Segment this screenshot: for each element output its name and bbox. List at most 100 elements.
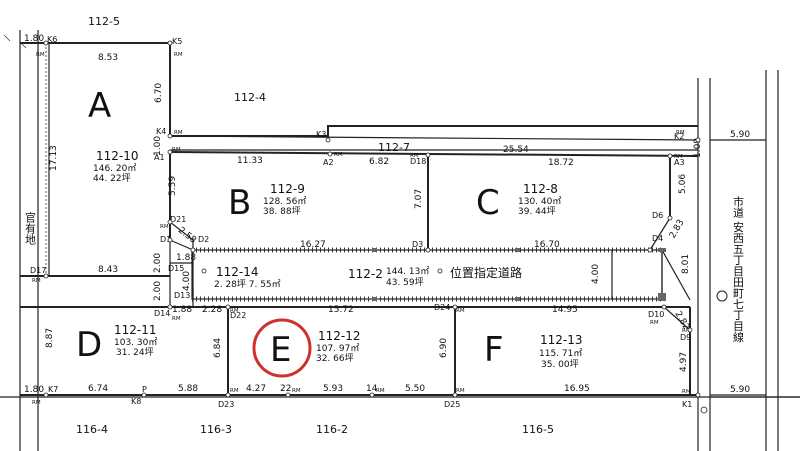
dim-22: 22 [280, 384, 291, 394]
rm-marker-22: RM [292, 388, 301, 394]
lot-c-number: 112-8 [523, 182, 558, 196]
rm-marker-k4: RM [174, 130, 183, 136]
lot-f-number: 112-13 [540, 333, 583, 347]
dim-4-27: 4.27 [246, 384, 266, 394]
point-k8: K8 [131, 397, 141, 406]
rm-marker-d25: RM [456, 388, 465, 394]
dim-1-80-bottom: 1.80 [24, 385, 44, 395]
lot-c-corner-cut [649, 217, 671, 251]
dim-1-88a: 1.88 [176, 253, 196, 263]
neighbor-city-road: 市道 安西五丁目田町七丁目線 [732, 195, 745, 343]
rm-marker-d14: RM [172, 316, 181, 322]
rm-marker-d23: RM [230, 388, 239, 394]
point-d17: D17 [30, 266, 46, 275]
lot-d-area-m2: 103. 30㎡ [114, 337, 157, 348]
rm-marker-k6: RM [36, 52, 45, 58]
lot-d-number: 112-11 [114, 323, 157, 337]
rm-marker-d24: RM [456, 308, 465, 314]
point-d1: D1 [160, 235, 171, 244]
lot-a-area-m2: 146. 20㎡ [93, 163, 136, 174]
neighbor-116-3: 116-3 [200, 423, 232, 436]
point-d22: D22 [230, 311, 246, 320]
point-d23: D23 [218, 400, 234, 409]
rm-marker-a3: RM [674, 154, 683, 160]
dim-2-00a: 2.00 [153, 253, 163, 273]
dim-8-87: 8.87 [45, 328, 55, 348]
point-d25: D25 [444, 400, 460, 409]
rm-marker-a1: RM [172, 147, 181, 153]
dim-5-88: 5.88 [178, 384, 198, 394]
dim-4-00b: 4.00 [591, 264, 601, 284]
point-d3: D3 [412, 240, 423, 249]
rm-marker-k7: RM [32, 400, 41, 406]
corner-tick-2 [3, 34, 11, 42]
road-label: 位置指定道路 [450, 265, 522, 280]
point-d6: D6 [652, 211, 663, 220]
neighbor-112-7: 112-7 [378, 141, 410, 154]
rm-marker-a2: RM [334, 152, 343, 158]
lot-b-corner-cut [169, 221, 194, 241]
highlight-circle-e [252, 318, 312, 378]
lot-e-number: 112-12 [318, 329, 361, 343]
neighbor-116-5: 116-5 [522, 423, 554, 436]
lot-f-corner-cut [663, 306, 691, 331]
lot-c-area-tsubo: 39. 44坪 [518, 206, 556, 217]
lot-f-area-m2: 115. 71㎡ [539, 348, 582, 359]
neighbor-116-4: 116-4 [76, 423, 108, 436]
road-symbol-circle [716, 290, 728, 302]
dim-2-58: 2.58 [176, 226, 198, 246]
lot-d-letter: D [76, 325, 102, 365]
rm-marker-k2: RM [676, 130, 685, 136]
dim-16-27: 16.27 [300, 240, 326, 250]
dim-7-07: 7.07 [414, 189, 424, 209]
lot-b-number: 112-9 [270, 182, 305, 196]
dim-11-33: 11.33 [237, 156, 263, 166]
point-d14: D14 [154, 309, 170, 318]
point-d15: D15 [168, 264, 184, 273]
road-number: 112-2 [348, 267, 383, 281]
dim-17-13: 17.13 [49, 145, 59, 171]
dim-6-82: 6.82 [369, 157, 389, 167]
lot-b-area-m2: 128. 56㎡ [263, 196, 306, 207]
lots-bc-top-boundary [169, 151, 699, 157]
dim-6-74: 6.74 [88, 384, 108, 394]
dim-1-88b: 1.88 [172, 305, 192, 315]
point-k3: K3 [316, 130, 326, 139]
lot-d-area-tsubo: 31. 24坪 [116, 347, 154, 358]
dim-25-54: 25.54 [503, 145, 529, 155]
point-k1: K1 [682, 400, 692, 409]
point-d13: D13 [174, 291, 190, 300]
rm-marker-14: RM [376, 388, 385, 394]
rm-marker-d17: RM [32, 278, 41, 284]
point-d4: D4 [652, 234, 663, 243]
dim-6-90: 6.90 [439, 338, 449, 358]
dim-5-06: 5.06 [678, 174, 688, 194]
dim-2-83: 2.83 [668, 218, 687, 240]
neighbor-112-4: 112-4 [234, 91, 266, 104]
point-k5: K5 [172, 37, 182, 46]
lot-b-letter: B [228, 183, 251, 223]
small-lot-area: 2. 28坪 7. 55㎡ [214, 279, 281, 290]
lot-c-area-m2: 130. 40㎡ [518, 196, 561, 207]
dim-5-90-bottom: 5.90 [730, 385, 750, 395]
point-k6: K6 [47, 35, 57, 44]
small-lot-marker [201, 268, 207, 274]
rm-marker-k5: RM [174, 52, 183, 58]
rm-marker-d21: RM [160, 224, 169, 230]
rm-marker-d10: RM [650, 320, 659, 326]
lot-c-letter: C [476, 183, 500, 223]
lot-f-letter: F [484, 330, 504, 370]
rm-marker-d22: RM [230, 308, 239, 314]
point-a3: A3 [674, 158, 685, 167]
point-d18: D18 [410, 157, 426, 166]
point-a2: A2 [323, 158, 334, 167]
neighbor-116-2: 116-2 [316, 423, 348, 436]
lot-e-letter: E [270, 330, 291, 370]
point-d24: D24 [434, 303, 450, 312]
point-d9: D9 [680, 333, 691, 342]
dim-8-01: 8.01 [681, 254, 691, 274]
lot-f-area-tsubo: 35. 00坪 [541, 359, 579, 370]
dim-4-97: 4.97 [679, 352, 689, 372]
point-k2: K2 [674, 132, 684, 141]
dim-1-00: 1.00 [153, 136, 163, 156]
